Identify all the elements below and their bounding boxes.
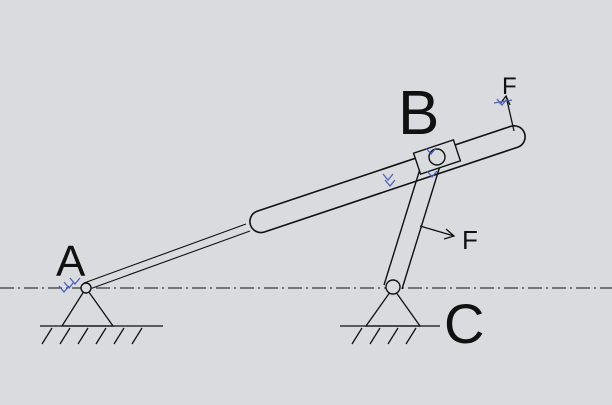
label-force-top: F bbox=[502, 73, 517, 100]
connecting-rod bbox=[83, 223, 251, 291]
ground-support-c bbox=[340, 286, 440, 345]
force-arrow-link bbox=[419, 225, 456, 240]
label-point-a: A bbox=[56, 237, 86, 286]
label-point-c: C bbox=[444, 292, 484, 355]
mate-marker-b-icon bbox=[382, 173, 396, 188]
mate-marker-a-icon bbox=[58, 277, 81, 294]
mate-marker-f-icon bbox=[493, 98, 513, 107]
label-point-b: B bbox=[398, 79, 439, 148]
pin-joint-b bbox=[428, 148, 446, 166]
ground-support-a bbox=[40, 286, 163, 345]
pin-joint-c bbox=[385, 279, 401, 295]
mate-marker-block-icon bbox=[425, 147, 438, 179]
label-force-link: F bbox=[462, 225, 478, 255]
rocker-link bbox=[383, 165, 441, 290]
pin-joint-a bbox=[80, 282, 92, 294]
